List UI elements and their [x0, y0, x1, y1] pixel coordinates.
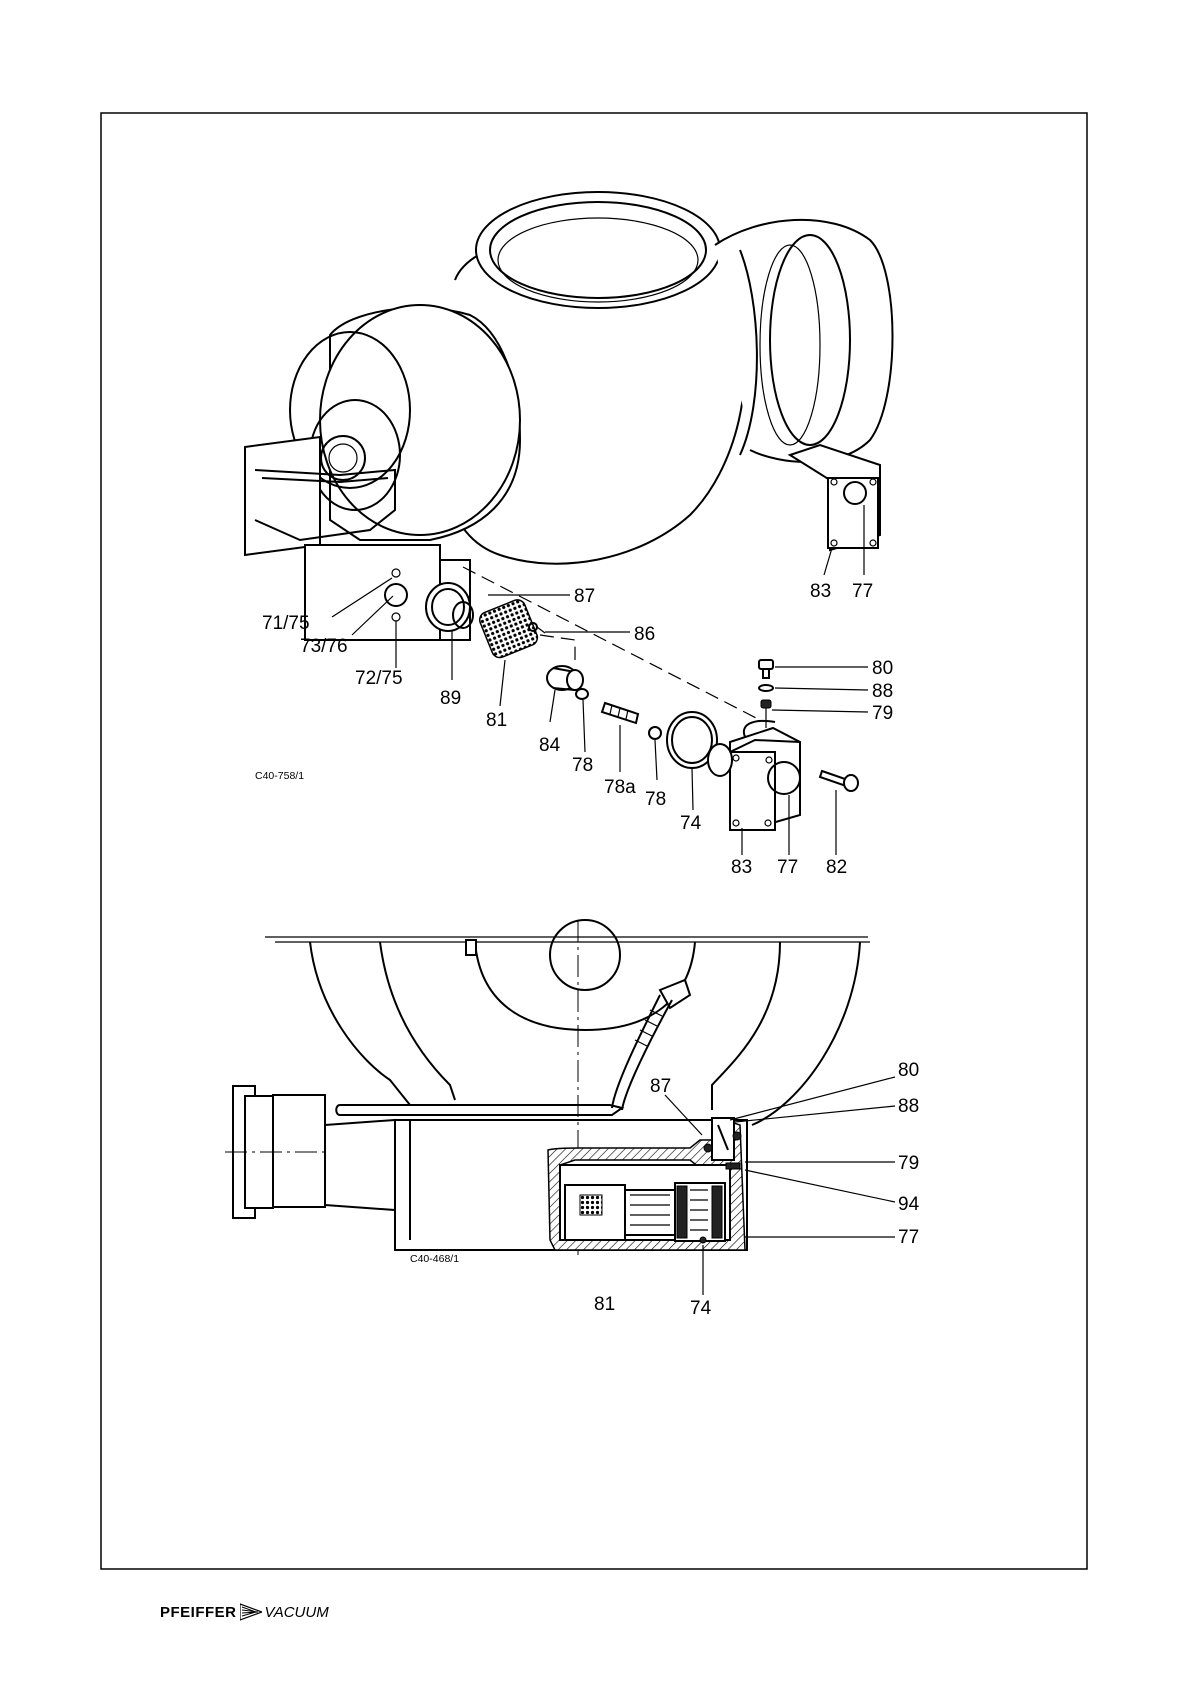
- label-80-section: 80: [898, 1060, 919, 1081]
- label-83: 83: [731, 857, 752, 878]
- label-84: 84: [539, 735, 561, 756]
- label-77-top: 77: [852, 581, 873, 602]
- logo-brand: PFEIFFER: [160, 1604, 237, 1621]
- label-87: 87: [574, 586, 595, 607]
- label-81: 81: [486, 710, 507, 731]
- logo-sub: VACUUM: [265, 1604, 329, 1621]
- label-74: 74: [680, 813, 702, 834]
- label-81-section: 81: [594, 1294, 615, 1315]
- label-71-75: 71/75: [262, 613, 310, 634]
- drawing-ref-section: C40-468/1: [410, 1253, 459, 1265]
- drawing-ref-exploded: C40-758/1: [255, 770, 304, 782]
- label-73-76: 73/76: [300, 636, 348, 657]
- label-88-section: 88: [898, 1096, 919, 1117]
- label-78-2: 78: [645, 789, 666, 810]
- label-78: 78: [572, 755, 593, 776]
- section-view: [225, 920, 895, 1295]
- logo-mark-icon: [240, 1603, 262, 1621]
- label-72-75: 72/75: [355, 668, 403, 689]
- label-86: 86: [634, 624, 655, 645]
- label-87-section: 87: [650, 1076, 671, 1097]
- label-77: 77: [777, 857, 798, 878]
- label-88: 88: [872, 681, 893, 702]
- label-94-section: 94: [898, 1194, 920, 1215]
- label-80: 80: [872, 658, 893, 679]
- label-79: 79: [872, 703, 893, 724]
- label-82: 82: [826, 857, 847, 878]
- label-74-section: 74: [690, 1298, 712, 1319]
- label-77-section: 77: [898, 1227, 919, 1248]
- exploded-view: [245, 192, 893, 855]
- label-78a: 78a: [604, 777, 636, 798]
- pfeiffer-logo: PFEIFFER VACUUM: [160, 1603, 329, 1621]
- label-89: 89: [440, 688, 461, 709]
- label-83-top: 83: [810, 581, 831, 602]
- label-79-section: 79: [898, 1153, 919, 1174]
